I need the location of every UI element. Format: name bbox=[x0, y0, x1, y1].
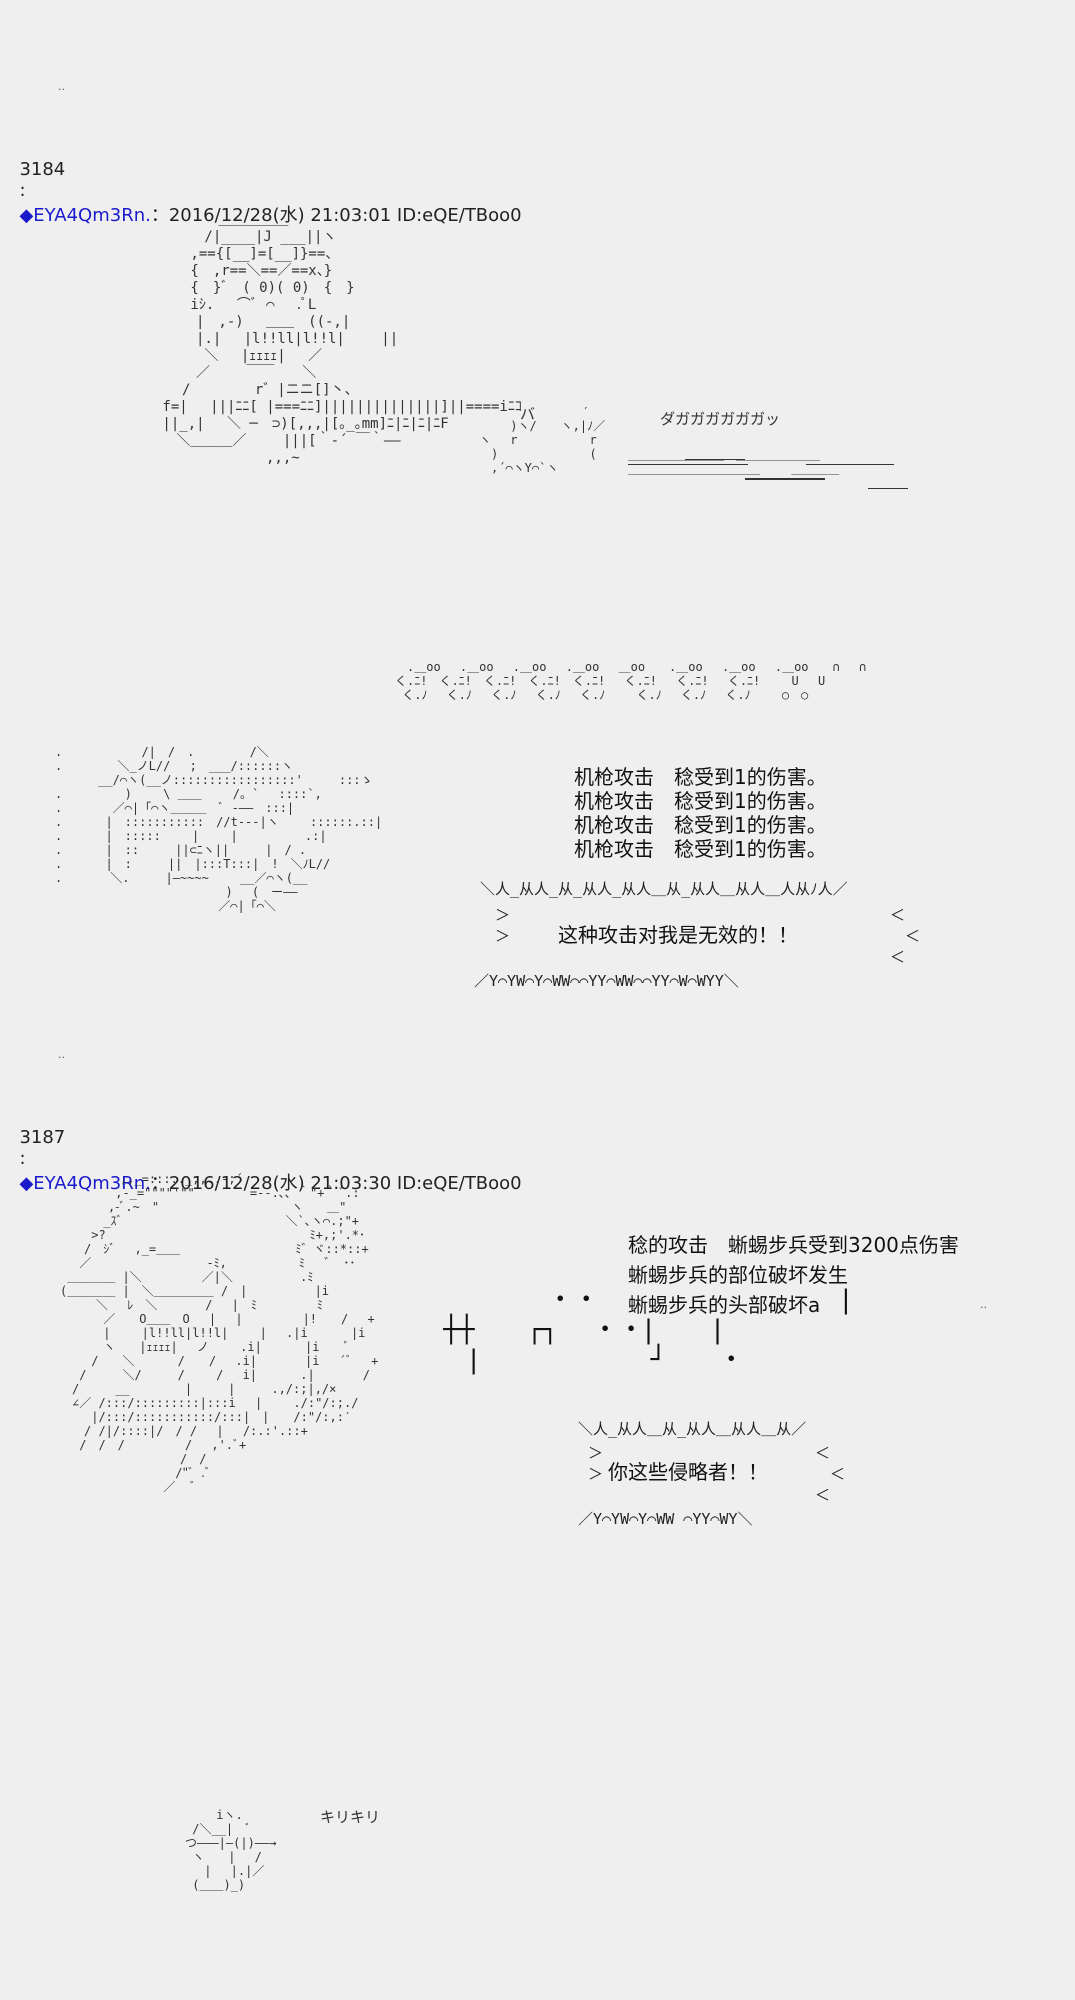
battle-line: 蜥蜴步兵的头部破坏a bbox=[628, 1293, 821, 1317]
shout-bubble-right: ＜ ＜ ＜ bbox=[815, 1444, 846, 1504]
bullet-line bbox=[628, 464, 748, 465]
trip-diamond-icon: ◆ bbox=[19, 205, 34, 226]
shout-bubble-left: ＞ ＞ bbox=[588, 1444, 604, 1483]
damage-line: 机枪攻击 稔受到1的伤害。 bbox=[574, 765, 827, 789]
bullet-line bbox=[685, 459, 745, 460]
shout-bubble-bottom: ／Y⌒YW⌒Y⌒WW ⌒YY⌒WY＼ bbox=[578, 1510, 753, 1528]
ascii-bullet-rain: .＿oo .＿oo .＿oo .＿oo ＿oo .＿oo .＿oo .＿oo ∩… bbox=[395, 660, 867, 702]
bullet-line bbox=[745, 478, 825, 480]
shout-text: 这种攻击对我是无效的！！ bbox=[558, 923, 798, 947]
author-trip[interactable]: EYA4Qm3Rn. bbox=[33, 205, 151, 226]
battle-log: 稔的攻击 蜥蜴步兵受到3200点伤害蜥蜴步兵的部位破坏发生蜥蜴步兵的头部破坏a bbox=[628, 1206, 959, 1344]
post-number: 3184 bbox=[19, 159, 66, 180]
shout-bubble-top: ＼人_从人_从_从人_从人＿从_从人＿从人＿人从ﾉ人／ bbox=[480, 880, 848, 898]
ascii-art-defender: . /| / . /＼ . ＼_ノL// ; ___/::::::ヽ __/⌒ヽ… bbox=[55, 745, 383, 913]
post-number: 3187 bbox=[19, 1127, 66, 1148]
sfx-gunfire: ダガガガガガガッ bbox=[660, 410, 781, 428]
damage-line: 机枪攻击 稔受到1的伤害。 bbox=[574, 813, 827, 837]
damage-line: 机枪攻击 稔受到1的伤害。 bbox=[574, 837, 827, 861]
post-meta: ：2016/12/28(水) 21:03:01 ID:eQE/TBoo0 bbox=[150, 205, 522, 226]
sfx-kiri: キリキリ bbox=[320, 1808, 381, 1826]
post-meta: ：2016/12/28(水) 21:03:30 ID:eQE/TBoo0 bbox=[150, 1173, 522, 1194]
shout-bubble-top: ＼人_从人＿从_从人＿从人＿从／ bbox=[578, 1420, 807, 1438]
ascii-burst: ′ )ヽ/ ヽ,|ﾉ／ ヽ r r ) ( ,´⌒ヽY⌒`ヽ bbox=[479, 405, 606, 475]
ascii-art-slash: ,,_=:::.._,,..-;´ ,-_=""""'"" =--.､､ ｀"+… bbox=[60, 1172, 379, 1494]
author-trip[interactable]: EYA4Qm3Rn. bbox=[33, 1173, 151, 1194]
separator-dots: .. bbox=[980, 1298, 987, 1311]
post-colon: : bbox=[19, 1148, 26, 1169]
trip-diamond-icon: ◆ bbox=[19, 1173, 34, 1194]
post-colon: : bbox=[19, 180, 26, 201]
shout-bubble-right: ＜ ＜ ＜ bbox=[890, 906, 921, 966]
post-header: 3187 : ◆EYA4Qm3Rn.：2016/12/28(水) 21:03:3… bbox=[8, 1106, 522, 1195]
battle-line: 稔的攻击 蜥蜴步兵受到3200点伤害 bbox=[628, 1233, 959, 1257]
bullet-line bbox=[868, 488, 908, 489]
damage-line: 机枪攻击 稔受到1的伤害。 bbox=[574, 789, 827, 813]
shout-text: 你这些侵略者！！ bbox=[608, 1460, 768, 1484]
battle-line: 蜥蜴步兵的部位破坏发生 bbox=[628, 1263, 848, 1287]
ascii-sfx-marks: ・・ | ┼┼ ┌┐ ・・| | | ┘ ・ bbox=[443, 1285, 851, 1375]
speed-lines: ＿＿＿＿＿＿＿＿ ＿＿＿＿＿＿＿ ＿＿＿＿＿＿＿＿＿＿＿ ＿＿＿＿ bbox=[628, 448, 840, 476]
ascii-art-gunner: ＿＿＿＿＿ /|____|J ___||ヽ ,=={[__]=[__]}==、 … bbox=[162, 212, 522, 466]
ascii-art-archer: iヽ. /＼__| ﾞ つ―――|―(|)――→ ヽ | / | |.|／ (＿… bbox=[185, 1808, 277, 1892]
post-header: 3184 : ◆EYA4Qm3Rn.：2016/12/28(水) 21:03:0… bbox=[8, 138, 522, 227]
separator-dots: .. bbox=[58, 1048, 65, 1061]
bullet-line bbox=[806, 464, 894, 465]
shout-bubble-bottom: ／Y⌒YW⌒Y⌒WW⌒⌒YY⌒WW⌒⌒YY⌒W⌒WYY＼ bbox=[474, 972, 739, 990]
damage-log: 机枪攻击 稔受到1的伤害。机枪攻击 稔受到1的伤害。机枪攻击 稔受到1的伤害。机… bbox=[574, 741, 827, 885]
separator-dots: .. bbox=[58, 80, 65, 93]
ascii-art-fragment-top bbox=[60, 0, 444, 7]
sfx-ba: バ bbox=[520, 405, 536, 423]
shout-bubble-left: ＞ ＞ bbox=[495, 906, 511, 945]
